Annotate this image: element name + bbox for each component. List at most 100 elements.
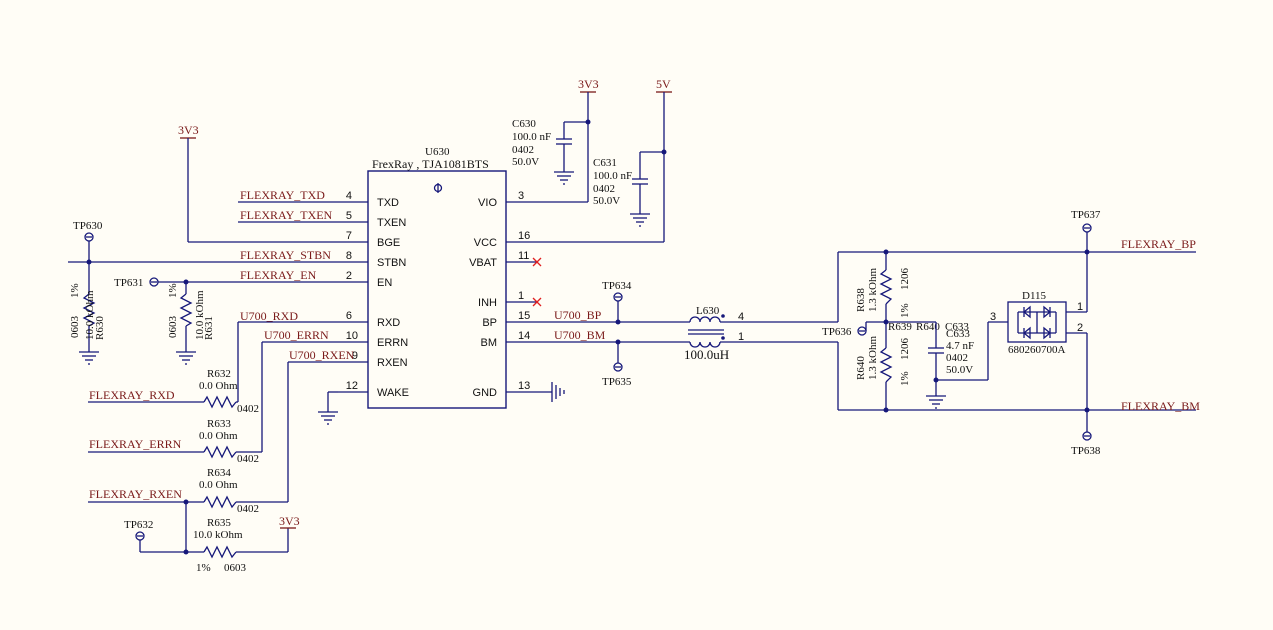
tp638-label: TP638 — [1071, 445, 1101, 457]
resistor-r640-icon[interactable] — [879, 347, 893, 383]
ground-r630-icon — [79, 351, 99, 365]
testpoint-tp632-icon[interactable] — [135, 531, 145, 541]
c633-volt: 50.0V — [946, 364, 973, 376]
ic-u630-value: FrexRay , TJA1081BTS — [372, 157, 489, 171]
net-u700-bm: U700_BM — [554, 328, 606, 342]
net-flexray-errn: FLEXRAY_ERRN — [89, 437, 182, 451]
r638-ref: R638 — [855, 288, 867, 312]
pin-en-num: 2 — [346, 270, 352, 282]
capacitor-c631-icon[interactable] — [630, 151, 664, 227]
pin-vio-num: 3 — [518, 190, 524, 202]
power-5v-vcc — [656, 91, 672, 242]
pin-wake-name: WAKE — [377, 387, 409, 399]
r638-tol: 1% — [899, 303, 911, 318]
c633-pkg: 0402 — [946, 352, 968, 364]
r631-value: 10.0 kOhm — [194, 290, 206, 340]
pin-rxd-num: 6 — [346, 310, 352, 322]
pin-txen-num: 5 — [346, 210, 352, 222]
pin-inh-name: INH — [478, 297, 497, 309]
r640-pkg: 1206 — [899, 338, 911, 361]
power-3v3-vio — [580, 91, 596, 202]
resistor-r638-icon[interactable] — [879, 269, 893, 305]
net-u700-rxd: U700_RXD — [240, 309, 298, 323]
net-flexray-bm: FLEXRAY_BM — [1121, 399, 1200, 413]
pin-rxen-num: 9 — [352, 350, 358, 362]
r638-pkg: 1206 — [899, 268, 911, 291]
c630-ref: C630 — [512, 118, 536, 130]
net-u700-bp: U700_BP — [554, 308, 602, 322]
ic-u630-ref: U630 — [425, 146, 450, 158]
resistor-r631-icon[interactable] — [179, 282, 193, 352]
r630-ref: R630 — [94, 316, 106, 340]
power-3v3-label-b: 3V3 — [578, 77, 599, 91]
pin-txd-num: 4 — [346, 190, 352, 202]
pin-vbat-name: VBAT — [469, 257, 497, 269]
resistor-r630-icon[interactable] — [82, 262, 96, 352]
net-flexray-stbn: FLEXRAY_STBN — [240, 248, 331, 262]
junction — [883, 407, 889, 413]
pin-vbat-num: 11 — [518, 250, 529, 262]
pin-txen-name: TXEN — [377, 217, 406, 229]
net-flexray-txd: FLEXRAY_TXD — [240, 188, 325, 202]
net-flexray-txen: FLEXRAY_TXEN — [240, 208, 333, 222]
c631-pkg: 0402 — [593, 183, 615, 195]
power-3v3-label-a: 3V3 — [178, 123, 199, 137]
capacitor-c630-icon[interactable] — [554, 121, 588, 185]
pin-txd-name: TXD — [377, 197, 399, 209]
r631-pkg: 0603 — [167, 316, 179, 339]
r640-value: 1.3 kOhm — [867, 336, 879, 380]
ground-r631-icon — [176, 351, 196, 365]
tp637-label: TP637 — [1071, 209, 1101, 221]
pin-errn-name: ERRN — [377, 337, 408, 349]
resistor-r632-icon[interactable] — [88, 395, 237, 409]
capacitor-c633-icon[interactable] — [926, 321, 1008, 409]
pin-bp-num: 15 — [518, 310, 530, 322]
c630-value: 100.0 nF — [512, 131, 551, 143]
testpoint-tp638-icon[interactable] — [1082, 410, 1092, 441]
pin-vio-name: VIO — [478, 197, 497, 209]
d115-pin3: 3 — [990, 311, 996, 323]
pin-stbn-num: 8 — [346, 250, 352, 262]
testpoint-tp635-icon[interactable] — [613, 342, 623, 372]
c630-pkg: 0402 — [512, 144, 534, 156]
testpoint-tp630-icon[interactable] — [84, 232, 94, 262]
ic-u630-body[interactable] — [367, 170, 507, 409]
c633-ref-top: C633 — [945, 321, 969, 333]
pin-bge-name: BGE — [377, 237, 400, 249]
junction — [883, 249, 889, 255]
r633-pkg: 0402 — [237, 453, 259, 465]
testpoint-tp631-icon[interactable] — [149, 277, 159, 287]
r632-pkg: 0402 — [237, 403, 259, 415]
r640-tol: 1% — [899, 371, 911, 386]
common-mode-choke-l630-icon[interactable] — [688, 314, 838, 348]
wire-rxd-path — [236, 322, 289, 503]
tp636-label: TP636 — [822, 326, 852, 338]
ic-left-pins — [68, 201, 368, 393]
r630-pkg: 0603 — [69, 316, 81, 339]
pin-stbn-name: STBN — [377, 257, 406, 269]
diode-d115-icon[interactable] — [1007, 252, 1088, 410]
testpoint-tp636-icon[interactable] — [857, 322, 867, 336]
pin-rxen-name: RXEN — [377, 357, 408, 369]
r635-tol: 1% — [196, 562, 211, 574]
pin-inh-num: 1 — [518, 290, 524, 302]
pin-bge-num: 7 — [346, 230, 352, 242]
r630-value: 10.0 kOhm — [84, 290, 96, 340]
r635-ref: R635 — [207, 517, 231, 529]
testpoint-tp634-icon[interactable] — [613, 292, 623, 322]
ground-wake-icon — [318, 391, 338, 425]
c631-volt: 50.0V — [593, 195, 620, 207]
pin-gnd-num: 13 — [518, 380, 530, 392]
r639-label: R639 — [888, 321, 912, 333]
l630-value: 100.0uH — [684, 347, 729, 362]
power-3v3-label-c: 3V3 — [279, 514, 300, 528]
r640-label-inline: R640 — [916, 321, 940, 333]
r640-ref: R640 — [855, 356, 867, 380]
testpoint-tp637-icon[interactable] — [1082, 223, 1092, 252]
resistor-r633-icon[interactable] — [88, 445, 237, 459]
r634-value: 0.0 Ohm — [199, 479, 238, 491]
r638-value: 1.3 kOhm — [867, 268, 879, 312]
r634-pkg: 0402 — [237, 503, 259, 515]
tp632-label: TP632 — [124, 519, 153, 531]
resistor-r635-icon[interactable] — [139, 502, 289, 559]
